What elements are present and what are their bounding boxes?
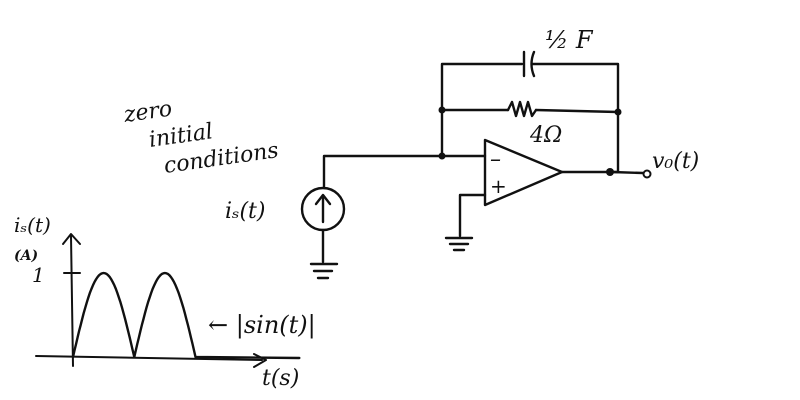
waveform-curve — [71, 271, 301, 360]
noninverting-input-sign: + — [490, 174, 507, 198]
y-tick-label: 1 — [32, 263, 45, 287]
y-axis-arrow-icon — [62, 233, 81, 245]
capacitor-label: ½ F — [545, 26, 594, 54]
ground-symbol — [309, 262, 339, 280]
source-wire — [322, 154, 444, 190]
junction-dot — [606, 168, 614, 176]
x-axis-arrow-icon — [253, 353, 267, 368]
current-source: iₛ(t) — [225, 186, 346, 264]
noninverting-wire — [458, 193, 487, 238]
capacitor-branch: ½ F — [440, 26, 620, 114]
graph-y-unit: (A) — [14, 248, 38, 264]
resistor-branch: 4Ω — [438, 100, 622, 148]
op-amp: – + — [483, 138, 564, 207]
graph-x-label: t(s) — [262, 366, 299, 391]
graph-y-axis — [70, 235, 74, 367]
note-line-1: zero — [121, 96, 173, 128]
output-terminal — [642, 169, 652, 179]
waveform-annotation: ← |sin(t)| — [208, 311, 316, 340]
output-label: v₀(t) — [652, 149, 699, 174]
resistor-symbol — [506, 100, 538, 118]
input-waveform-graph: iₛ(t) (A) 1 t(s) ← |sin(t)| — [14, 213, 316, 391]
resistor-label: 4Ω — [529, 123, 562, 148]
op-amp-triangle — [483, 138, 564, 207]
graph-y-label: iₛ(t) — [14, 213, 51, 237]
source-label: iₛ(t) — [225, 199, 265, 224]
inverting-input-sign: – — [490, 147, 501, 172]
ground-symbol — [444, 236, 474, 252]
